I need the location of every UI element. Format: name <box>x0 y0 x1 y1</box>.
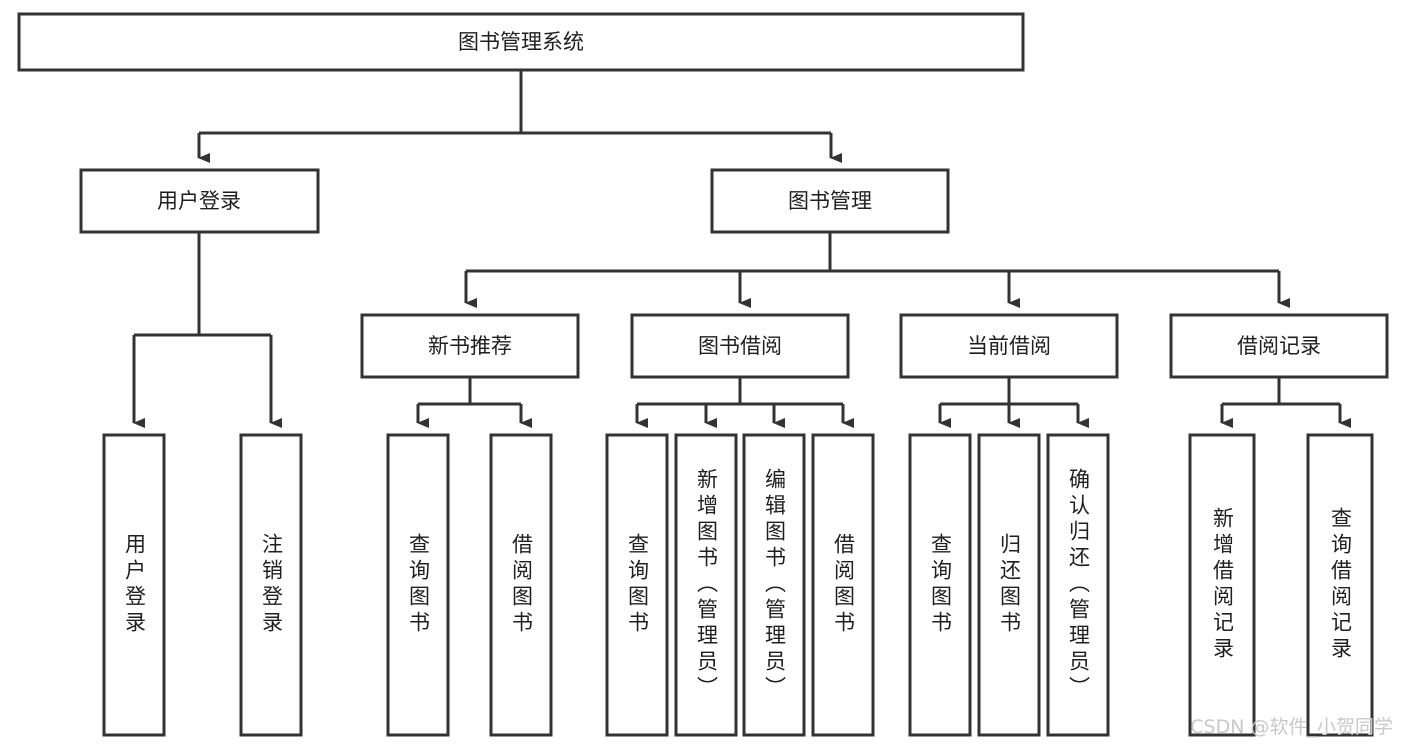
borrow-record-box <box>1169 313 1389 379</box>
leaf-label-confirm-return: 确认归还（管理员） <box>1066 468 1091 702</box>
leaf-label-query-book-2: 查询图书 <box>625 533 650 637</box>
node-book-borrow[interactable] <box>630 313 850 379</box>
leaf-box-query-record[interactable] <box>1306 433 1374 737</box>
leaf-box-logout-login[interactable] <box>239 433 303 737</box>
node-new-book-rec[interactable] <box>360 313 580 379</box>
current-borrow-box <box>899 313 1119 379</box>
leaf-box-borrow-book-2[interactable] <box>811 433 875 737</box>
book-manage-label: 图书管理 <box>788 189 872 213</box>
new-book-rec-label: 新书推荐 <box>428 334 512 358</box>
leaf-box-add-book[interactable] <box>674 433 738 737</box>
leaf-label-user-login: 用户登录 <box>122 533 147 637</box>
edges-new-book-rec-to-leaves <box>416 377 532 428</box>
leaf-box-edit-book[interactable] <box>742 433 806 737</box>
node-root[interactable] <box>17 12 1025 72</box>
edges-user-login-to-leaves <box>132 232 282 428</box>
leaf-label-return-book: 归还图书 <box>997 533 1022 637</box>
leaf-box-user-login[interactable] <box>102 433 166 737</box>
edges-root-to-level1 <box>197 70 842 163</box>
current-borrow-label: 当前借阅 <box>967 334 1051 358</box>
root-box <box>17 12 1025 72</box>
node-borrow-record[interactable] <box>1169 313 1389 379</box>
book-borrow-label: 图书借阅 <box>698 334 782 358</box>
root-label: 图书管理系统 <box>458 30 584 54</box>
leaf-label-add-record: 新增借阅记录 <box>1210 507 1235 663</box>
new-book-rec-box <box>360 313 580 379</box>
leaf-label-query-book-3: 查询图书 <box>928 533 953 637</box>
leaf-label-borrow-book-1: 借阅图书 <box>509 533 534 637</box>
leaf-box-query-book-2[interactable] <box>605 433 669 737</box>
leaf-box-add-record[interactable] <box>1188 433 1256 737</box>
leaf-label-logout-login: 注销登录 <box>259 533 284 637</box>
leaf-box-query-book-3[interactable] <box>908 433 972 737</box>
leaf-label-borrow-book-2: 借阅图书 <box>831 533 856 637</box>
book-borrow-box <box>630 313 850 379</box>
user-login-label: 用户登录 <box>157 189 241 213</box>
node-current-borrow[interactable] <box>899 313 1119 379</box>
node-book-manage[interactable] <box>710 168 950 234</box>
leaf-box-confirm-return[interactable] <box>1046 433 1110 737</box>
leaf-label-add-book: 新增图书（管理员） <box>694 468 719 702</box>
leaf-label-edit-book: 编辑图书（管理员） <box>762 468 787 702</box>
leaf-box-borrow-book-1[interactable] <box>489 433 553 737</box>
leaf-box-return-book[interactable] <box>977 433 1041 737</box>
leaf-label-query-book-1: 查询图书 <box>406 533 431 637</box>
book-manage-box <box>710 168 950 234</box>
leaf-box-query-book-1[interactable] <box>386 433 450 737</box>
edges-borrow-record-to-leaves <box>1220 377 1351 428</box>
borrow-record-label: 借阅记录 <box>1237 334 1321 358</box>
edges-book-manage-to-level2 <box>464 232 1290 308</box>
leaf-label-query-record: 查询借阅记录 <box>1328 507 1353 663</box>
edges-current-borrow-to-leaves <box>938 377 1089 428</box>
edges-book-borrow-to-leaves <box>635 377 854 428</box>
